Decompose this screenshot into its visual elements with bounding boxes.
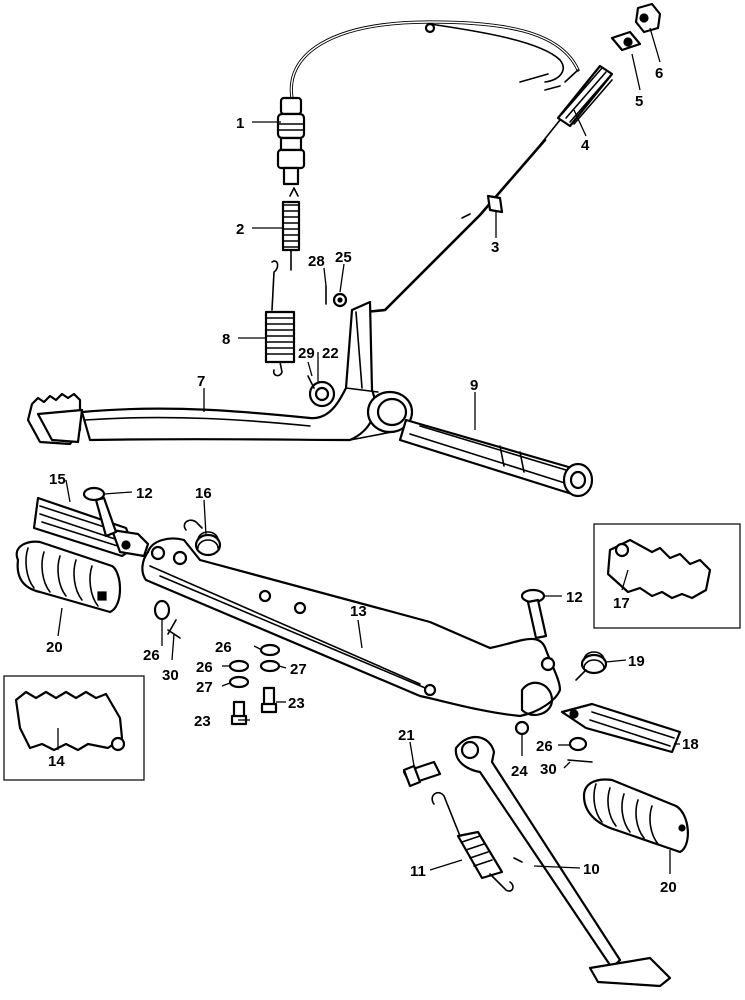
footpeg-pin-right — [520, 588, 548, 640]
pedal-pin-clip — [307, 375, 336, 408]
stand-pivot-bolt — [402, 760, 442, 788]
callout-15: 15 — [49, 471, 66, 488]
callout-6: 6 — [655, 65, 663, 82]
callout-27-b: 27 — [196, 679, 213, 696]
return-spring-small — [281, 187, 301, 271]
callout-26-b: 26 — [215, 639, 232, 656]
brake-pedal-spring — [264, 260, 296, 377]
pedal-pivot-shaft — [398, 418, 594, 498]
inset-box-left — [3, 675, 145, 781]
left-footpeg — [32, 496, 150, 558]
callout-26-d: 26 — [536, 738, 553, 755]
inset-box-right — [593, 523, 741, 629]
cotter-pin-and-washer — [325, 285, 348, 308]
callout-14: 14 — [48, 753, 65, 770]
leader-lines — [57, 27, 680, 874]
callout-1: 1 — [236, 115, 244, 132]
callout-21: 21 — [398, 727, 415, 744]
stand-spring — [431, 791, 514, 892]
bolts-and-washers — [153, 599, 281, 726]
brake-rod — [363, 138, 547, 314]
callout-25: 25 — [335, 249, 352, 266]
callout-22: 22 — [322, 345, 339, 362]
brake-cable — [289, 20, 580, 100]
callout-16: 16 — [195, 485, 212, 502]
callout-8: 8 — [222, 331, 230, 348]
callout-30-left: 30 — [162, 667, 179, 684]
callout-3: 3 — [491, 239, 499, 256]
callout-2: 2 — [236, 221, 244, 238]
footpeg-spring-left — [183, 519, 222, 557]
callout-28: 28 — [308, 253, 325, 270]
callout-10: 10 — [583, 861, 600, 878]
callout-19: 19 — [628, 653, 645, 670]
callout-24: 24 — [511, 763, 528, 780]
footpeg-bar — [141, 537, 562, 718]
callout-20-left: 20 — [46, 639, 63, 656]
callout-30-right: 30 — [540, 761, 557, 778]
callout-20-right: 20 — [660, 879, 677, 896]
callout-12-left: 12 — [136, 485, 153, 502]
footpeg-rubber-left — [15, 540, 122, 614]
side-stand — [454, 736, 672, 988]
callout-26-a: 26 — [143, 647, 160, 664]
callout-17: 17 — [613, 595, 630, 612]
right-footpeg — [560, 702, 682, 754]
callout-12-right: 12 — [566, 589, 583, 606]
footpeg-rubber-right — [582, 778, 689, 854]
callout-4: 4 — [581, 137, 590, 154]
callouts: 1 2 3 4 5 6 7 8 9 10 11 12 12 13 14 15 1… — [46, 65, 699, 896]
cable-adjuster — [276, 96, 306, 186]
callout-27-a: 27 — [290, 661, 307, 678]
footpeg-spring-right — [575, 651, 608, 681]
brake-pedal — [26, 300, 414, 446]
callout-23-left: 23 — [194, 713, 211, 730]
callout-13: 13 — [350, 603, 367, 620]
callout-11: 11 — [410, 863, 426, 880]
callout-5: 5 — [635, 93, 643, 110]
washer-and-pin-right — [514, 720, 593, 763]
callout-7: 7 — [197, 373, 205, 390]
adjusting-nut-and-joint — [539, 2, 662, 146]
callout-9: 9 — [470, 377, 478, 394]
callout-23-right: 23 — [288, 695, 305, 712]
callout-29: 29 — [298, 345, 315, 362]
callout-18: 18 — [682, 736, 699, 753]
callout-26-c: 26 — [196, 659, 213, 676]
